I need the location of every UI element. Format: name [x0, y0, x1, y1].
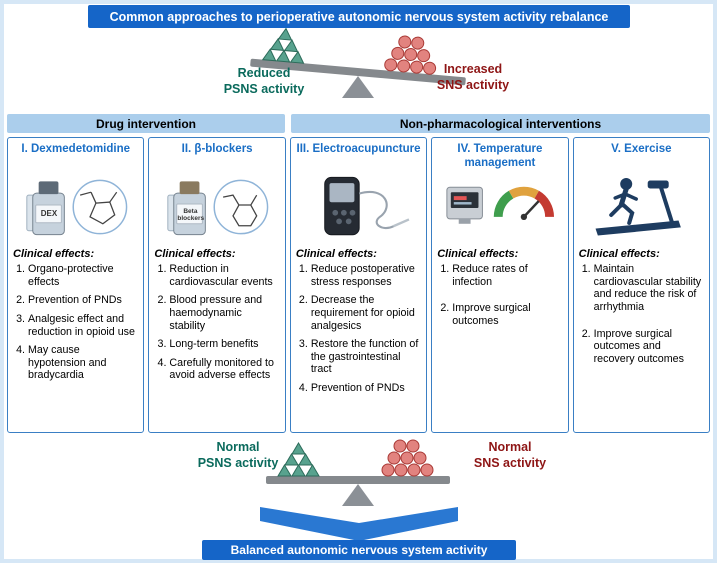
effects-list: Reduce rates of infection Improve surgic… [437, 263, 562, 342]
effect-item: Restore the function of the gastrointest… [311, 338, 421, 376]
section-header-drug-intervention: Drug intervention [7, 114, 285, 133]
effect-item: Organo-protective effects [28, 263, 138, 288]
effects-list: Organo-protective effects Prevention of … [13, 263, 138, 388]
effect-item: Long-term benefits [169, 338, 279, 351]
clinical-effects-heading: Clinical effects: [578, 248, 660, 260]
effect-item: Prevention of PNDs [311, 382, 421, 395]
figure-title: Common approaches to perioperative auton… [109, 9, 609, 24]
panel-title: IV. Temperature management [457, 143, 543, 169]
psns-triangles-icon [261, 27, 305, 64]
effects-list: Reduction in cardiovascular events Blood… [154, 263, 279, 388]
effect-item: Prevention of PNDs [28, 294, 138, 307]
dexmedetomidine-vial-icon: DEX [13, 171, 138, 243]
seesaw-fulcrum-icon [342, 76, 374, 98]
sns-circles-icon [381, 439, 434, 477]
seesaw-fulcrum-icon [342, 484, 374, 506]
panel-title: I. Dexmedetomidine [21, 143, 131, 155]
panel-electroacupuncture: III. Electroacupuncture Clinical effects… [289, 137, 428, 433]
section-header-non-pharmacological: Non-pharmacological interventions [291, 114, 710, 133]
panel-beta-blockers: II. β-blockers Beta blockers Clinical ef… [148, 137, 286, 433]
clinical-effects-heading: Clinical effects: [437, 248, 519, 260]
sns-circles-icon [384, 35, 437, 75]
top-seesaw-illustration [250, 27, 466, 98]
effect-item: Reduce postoperative stress responses [311, 263, 421, 288]
normal-sns-label: Normal SNS activity [473, 440, 547, 470]
increased-sns-label: Increased SNS activity [436, 62, 510, 92]
clinical-effects-heading: Clinical effects: [13, 248, 95, 260]
effects-list: Reduce postoperative stress responses De… [296, 263, 421, 401]
seesaw-plank [266, 476, 450, 484]
effect-item: Carefully monitored to avoid adverse eff… [169, 357, 279, 382]
effect-item: Maintain cardiovascular stability and re… [594, 263, 704, 314]
clinical-effects-heading: Clinical effects: [295, 248, 377, 260]
footer-text: Balanced autonomic nervous system activi… [230, 543, 488, 557]
dex-vial-label: DEX [40, 209, 58, 218]
panel-title: V. Exercise [611, 143, 672, 155]
electroacupuncture-device-icon [296, 171, 421, 243]
beta-blockers-vial-icon: Beta blockers [154, 171, 279, 243]
title-banner: Common approaches to perioperative auton… [88, 5, 630, 28]
effect-item: Improve surgical outcomes [452, 302, 562, 327]
effect-item: Analgesic effect and reduction in opioid… [28, 313, 138, 338]
panel-temperature-management: IV. Temperature management [431, 137, 569, 433]
clinical-effects-heading: Clinical effects: [154, 248, 236, 260]
treadmill-runner-icon [579, 171, 704, 243]
normal-psns-label: Normal PSNS activity [197, 440, 279, 470]
panels-row: I. Dexmedetomidine DEX Clinical effects: [7, 137, 711, 433]
effect-item: May cause hypotension and bradycardia [28, 344, 138, 382]
footer-banner: Balanced autonomic nervous system activi… [202, 540, 516, 560]
effect-item: Blood pressure and haemodynamic stabilit… [169, 294, 279, 332]
reduced-psns-label: Reduced PSNS activity [223, 66, 305, 96]
panel-exercise: V. Exercise Clini [572, 137, 711, 433]
bottom-seesaw-illustration [266, 439, 450, 506]
panel-title: II. β-blockers [181, 143, 253, 155]
effect-item: Reduction in cardiovascular events [169, 263, 279, 288]
panel-dexmedetomidine: I. Dexmedetomidine DEX Clinical effects: [7, 137, 145, 433]
effect-item: Reduce rates of infection [452, 263, 562, 288]
down-arrow-icon [260, 507, 458, 541]
psns-triangles-icon [277, 442, 320, 477]
seesaw-plank [250, 58, 466, 86]
effect-item: Improve surgical outcomes and recovery o… [594, 328, 704, 366]
panel-title: III. Electroacupuncture [296, 143, 421, 155]
temperature-gauge-icon [437, 171, 562, 243]
effects-list: Maintain cardiovascular stability and re… [579, 263, 704, 379]
effect-item: Decrease the requirement for opioid anal… [311, 294, 421, 332]
beta-blockers-vial-label: Beta blockers [177, 208, 205, 223]
